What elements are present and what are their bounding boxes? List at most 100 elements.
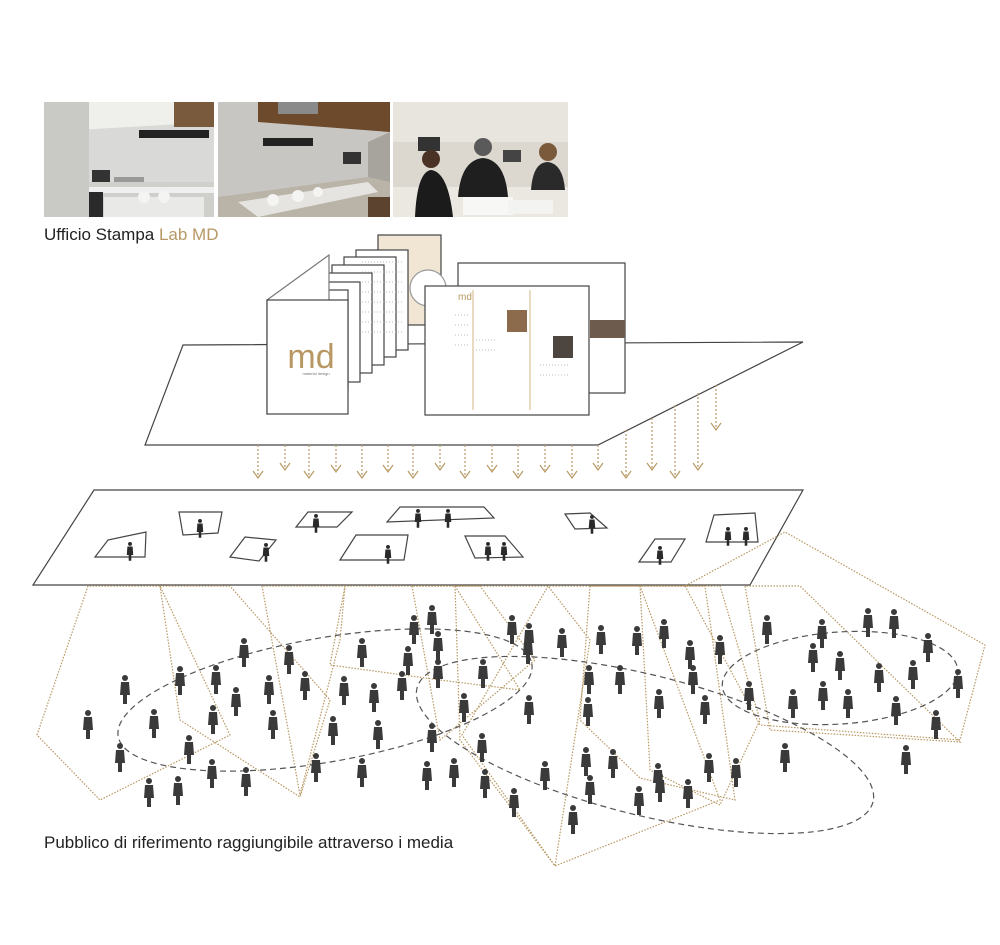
audience-groups bbox=[107, 602, 960, 869]
audience-caption: Pubblico di riferimento raggiungibile at… bbox=[44, 833, 453, 853]
person-icon bbox=[433, 631, 443, 660]
person-icon bbox=[373, 720, 383, 749]
person-icon bbox=[744, 681, 754, 710]
down-arrow-icon bbox=[460, 445, 470, 478]
down-arrow-icon bbox=[357, 445, 367, 478]
projection-cone-1 bbox=[37, 586, 230, 800]
person-icon bbox=[581, 747, 591, 776]
person-icon bbox=[507, 615, 517, 644]
projection-cone-4 bbox=[330, 586, 520, 690]
person-icon bbox=[478, 659, 488, 688]
person-icon bbox=[239, 638, 249, 667]
person-icon bbox=[608, 749, 618, 778]
down-arrow-icon bbox=[593, 445, 603, 470]
person-icon bbox=[328, 716, 338, 745]
person-icon bbox=[477, 733, 487, 762]
down-arrow-icon bbox=[567, 445, 577, 478]
person-icon bbox=[264, 675, 274, 704]
press-plane bbox=[33, 490, 803, 585]
down-arrow-icon bbox=[304, 445, 314, 478]
down-arrow-icon bbox=[693, 393, 703, 470]
person-icon bbox=[685, 640, 695, 669]
person-icon bbox=[175, 666, 185, 695]
person-icon bbox=[357, 638, 367, 667]
person-icon bbox=[568, 805, 578, 834]
person-icon bbox=[659, 619, 669, 648]
person-icon bbox=[480, 769, 490, 798]
down-arrow-icon bbox=[253, 445, 263, 478]
down-arrow-icon bbox=[647, 418, 657, 470]
person-icon bbox=[83, 710, 93, 739]
down-arrow-icon bbox=[621, 430, 631, 478]
person-icon bbox=[583, 697, 593, 726]
down-arrow-icon bbox=[280, 445, 290, 470]
person-icon bbox=[704, 753, 714, 782]
down-arrow-icon bbox=[540, 445, 550, 472]
down-arrow-icon bbox=[383, 445, 393, 472]
person-icon bbox=[923, 633, 933, 662]
person-icon bbox=[433, 659, 443, 688]
person-icon bbox=[184, 735, 194, 764]
person-icon bbox=[632, 626, 642, 655]
person-icon bbox=[120, 675, 130, 704]
down-arrow-icon bbox=[435, 445, 445, 470]
person-icon bbox=[540, 761, 550, 790]
down-arrow-icon bbox=[408, 445, 418, 478]
person-icon bbox=[339, 676, 349, 705]
person-icon bbox=[780, 743, 790, 772]
person-icon bbox=[808, 643, 818, 672]
person-icon bbox=[715, 635, 725, 664]
person-icon bbox=[817, 619, 827, 648]
person-icon bbox=[557, 628, 567, 657]
person-icon bbox=[211, 665, 221, 694]
person-icon bbox=[144, 778, 154, 807]
person-icon bbox=[891, 696, 901, 725]
person-icon bbox=[762, 615, 772, 644]
person-icon bbox=[908, 660, 918, 689]
down-arrow-icon bbox=[711, 385, 721, 430]
person-icon bbox=[654, 689, 664, 718]
audience-people bbox=[83, 605, 963, 834]
person-icon bbox=[874, 663, 884, 692]
person-icon bbox=[596, 625, 606, 654]
person-icon bbox=[524, 695, 534, 724]
person-icon bbox=[357, 758, 367, 787]
brochure-subtitle: material design bbox=[302, 371, 329, 376]
down-arrow-icon bbox=[331, 445, 341, 472]
person-icon bbox=[207, 759, 217, 788]
person-icon bbox=[843, 689, 853, 718]
person-icon bbox=[889, 609, 899, 638]
person-icon bbox=[615, 665, 625, 694]
person-icon bbox=[268, 710, 278, 739]
down-arrow-icon bbox=[487, 445, 497, 472]
person-icon bbox=[818, 681, 828, 710]
projection-cone-11 bbox=[745, 586, 960, 742]
person-icon bbox=[863, 608, 873, 637]
person-icon bbox=[208, 705, 218, 734]
catalogue-logo: md bbox=[458, 292, 472, 303]
down-arrow-icon bbox=[513, 445, 523, 478]
person-icon bbox=[788, 689, 798, 718]
person-icon bbox=[311, 753, 321, 782]
person-icon bbox=[700, 695, 710, 724]
person-icon bbox=[173, 776, 183, 805]
person-icon bbox=[449, 758, 459, 787]
person-icon bbox=[835, 651, 845, 680]
person-icon bbox=[403, 646, 413, 675]
person-icon bbox=[585, 775, 595, 804]
person-icon bbox=[634, 786, 644, 815]
person-icon bbox=[427, 723, 437, 752]
person-icon bbox=[369, 683, 379, 712]
person-icon bbox=[688, 665, 698, 694]
audience-group-1 bbox=[107, 602, 542, 797]
person-icon bbox=[231, 687, 241, 716]
person-icon bbox=[459, 693, 469, 722]
person-icon bbox=[149, 709, 159, 738]
person-icon bbox=[422, 761, 432, 790]
down-arrow-icon bbox=[670, 405, 680, 478]
person-icon bbox=[683, 779, 693, 808]
person-icon bbox=[901, 745, 911, 774]
person-icon bbox=[953, 669, 963, 698]
person-icon bbox=[115, 743, 125, 772]
